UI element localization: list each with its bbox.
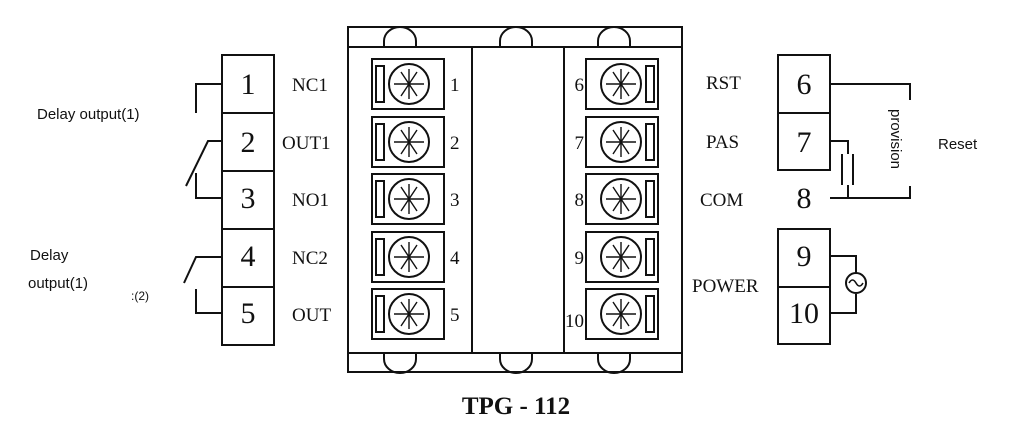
terminal-label-pas: PAS — [706, 132, 739, 153]
screw-number-right: 9 — [575, 248, 585, 269]
right-screw-column — [585, 58, 659, 340]
screw-number-right: 7 — [575, 133, 585, 154]
left-terminal-number: 4 — [241, 240, 256, 273]
screw-number-left: 1 — [450, 75, 460, 96]
right-terminal-number: 6 — [797, 68, 812, 101]
left-terminal-block — [221, 54, 275, 346]
relay-1-contacts — [185, 83, 222, 199]
left-terminal-number: 5 — [241, 297, 256, 330]
left-terminal-number: 2 — [241, 126, 256, 159]
left-terminal-number: 3 — [241, 182, 256, 215]
left-screw-column — [371, 58, 445, 340]
model-name: TPG - 112 — [462, 393, 570, 420]
relay-2-contacts — [183, 256, 222, 314]
terminal-label-power: POWER — [692, 276, 759, 297]
right-terminal-number: 8 — [797, 182, 812, 215]
terminal-label-out1: OUT1 — [282, 133, 331, 154]
annotation-provision: provision — [887, 109, 904, 169]
screw-number-left: 4 — [450, 248, 460, 269]
annotation-delay-output-1: Delay output(1) — [37, 106, 140, 123]
right-terminal-number: 9 — [797, 240, 812, 273]
annotation-reset: Reset — [938, 136, 978, 153]
power-wiring — [830, 255, 867, 314]
device-housing — [347, 26, 683, 374]
terminal-label-nc1: NC1 — [292, 75, 328, 96]
reset-provision-wiring — [830, 83, 911, 199]
terminal-label-no1: NO1 — [292, 190, 329, 211]
terminal-label-nc2: NC2 — [292, 248, 328, 269]
annotation-delay-output-2-line1: Delay — [30, 247, 69, 264]
right-terminal-block — [777, 54, 831, 345]
screw-number-left: 5 — [450, 305, 460, 326]
screw-number-left: 2 — [450, 133, 460, 154]
right-terminal-number: 7 — [797, 126, 812, 159]
screw-number-right: 8 — [575, 190, 585, 211]
screw-number-right: 6 — [575, 75, 585, 96]
terminal-label-rst: RST — [706, 73, 741, 94]
screw-number-left: 3 — [450, 190, 460, 211]
terminal-label-out: OUT — [292, 305, 331, 326]
terminal-label-com: COM — [700, 190, 743, 211]
right-terminal-number: 10 — [789, 297, 819, 330]
screw-number-right: 10 — [565, 311, 584, 332]
annotation-delay-output-2-line2: output(1) — [28, 275, 88, 292]
left-terminal-number: 1 — [241, 68, 256, 101]
annotation-note-2: :(2) — [131, 289, 149, 303]
